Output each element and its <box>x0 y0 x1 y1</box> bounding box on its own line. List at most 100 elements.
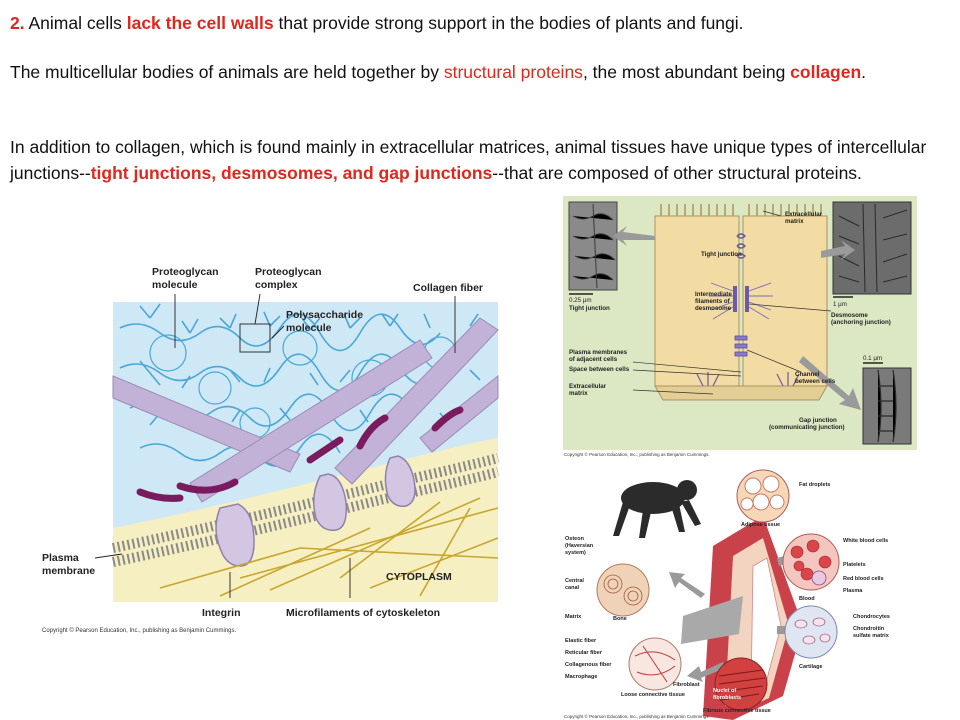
p3-text-c: --that are composed of other structural … <box>492 163 862 183</box>
label-scale-01: 0.1 µm <box>863 355 882 362</box>
fibrous-connective-circle <box>714 657 768 711</box>
highlight-lack-cell-walls: lack the cell walls <box>126 13 274 33</box>
label-reticular-fiber: Reticular fiber <box>565 650 603 656</box>
collagen-fibers <box>112 317 499 503</box>
tight-junction-strands <box>736 233 746 259</box>
label-fibroblast: Fibroblast <box>673 682 700 688</box>
label-space-between-cells: Space between cells <box>569 366 630 373</box>
label-cytoplasm: CYTOPLASM <box>386 571 452 583</box>
label-central-canal-2: canal <box>565 585 580 591</box>
label-plasma-membranes-2: of adjacent cells <box>569 356 618 363</box>
microvilli <box>660 204 822 216</box>
paragraph-structural-proteins: The multicellular bodies of animals are … <box>10 59 945 85</box>
cell-junctions-diagram: Extracellular matrix Tight junction Tigh… <box>563 196 917 457</box>
label-tight-junction: Tight junction <box>569 305 610 312</box>
label-proteoglycan-complex: Proteoglycan <box>255 266 322 278</box>
label-integrin: Integrin <box>202 607 241 619</box>
label-plasma: Plasma <box>843 588 863 594</box>
label-extracellular-matrix-left: Extracellular <box>569 383 607 390</box>
label-red-blood-cells: Red blood cells <box>843 576 884 582</box>
label-intermediate-filaments: Intermediate <box>695 291 732 298</box>
tight-junction-texture <box>572 203 616 289</box>
highlight-collagen: collagen <box>790 62 862 82</box>
label-intermediate-filaments-2: filaments of <box>695 298 731 305</box>
desmosome-texture <box>838 203 908 293</box>
extracellular-matrix-diagram: Proteoglycan molecule Proteoglycan compl… <box>42 266 500 634</box>
tissue-copyright: Copyright © Pearson Education, Inc., pub… <box>564 713 710 719</box>
label-nuclei-fibroblasts-2: fibroblasts <box>713 695 741 701</box>
paragraph-junctions: In addition to collagen, which is found … <box>10 134 945 186</box>
p2-text-e: . <box>861 62 867 82</box>
cartilage-circle <box>784 605 838 659</box>
plasma-membrane-bilayer <box>111 453 500 567</box>
label-plasma-membrane: Plasma <box>42 552 79 564</box>
label-polysaccharide-molecule: Polysaccharide <box>286 309 363 321</box>
adipose-tissue-circle <box>736 469 790 523</box>
label-scale-025: 0.25 µm <box>569 297 591 304</box>
label-desmosome-2: (anchoring junction) <box>831 319 891 326</box>
label-proteoglycan-molecule-2: molecule <box>152 279 198 291</box>
label-collagenous-fiber: Collagenous fiber <box>565 662 612 668</box>
label-macrophage: Macrophage <box>565 674 597 680</box>
label-central-canal: Central <box>565 578 584 584</box>
label-fat-droplets: Fat droplets <box>799 482 830 488</box>
label-microfilaments: Microfilaments of cytoskeleton <box>286 607 440 619</box>
junction-leader-lines <box>632 210 832 395</box>
label-platelets: Platelets <box>843 562 866 568</box>
label-white-blood-cells: White blood cells <box>843 538 888 544</box>
p1-text-a: Animal cells <box>24 13 127 33</box>
label-osteon-3: system) <box>565 550 586 556</box>
label-intermediate-filaments-3: desmosome <box>695 305 732 312</box>
label-gap-junction-2: (communicating junction) <box>769 424 845 431</box>
ecm-copyright: Copyright © Pearson Education, Inc., pub… <box>42 627 237 634</box>
label-scale-1: 1 µm <box>833 301 847 308</box>
p3-text-a: In addition to collagen, which is found … <box>10 137 927 183</box>
highlight-structural-proteins: structural proteins <box>443 62 583 82</box>
p2-text-c: , the most abundant being <box>582 62 791 82</box>
chimpanzee-image <box>613 480 701 538</box>
label-extracellular-matrix: Extracellular <box>785 211 823 218</box>
desmosome-plaque <box>709 282 773 320</box>
label-matrix: Matrix <box>565 614 582 620</box>
label-extracellular-matrix-2: matrix <box>785 218 804 225</box>
p1-text-c: that provide strong support in the bodie… <box>273 13 744 33</box>
label-blood: Blood <box>799 596 815 602</box>
label-bone: Bone <box>613 616 627 622</box>
label-collagen-fiber: Collagen fiber <box>413 282 483 294</box>
ecm-leader-lines <box>94 293 456 598</box>
zoom-arrows <box>613 226 861 410</box>
blood-circle <box>782 533 840 591</box>
label-plasma-membrane-2: membrane <box>42 565 95 577</box>
label-adipose-tissue: Adipose tissue <box>741 522 780 528</box>
label-chondroitin: Chondroitin <box>853 626 885 632</box>
p2-text-a: The multicellular bodies of animals are … <box>10 62 444 82</box>
proteoglycan-cores <box>136 406 464 502</box>
label-extracellular-matrix-left-2: matrix <box>569 390 588 397</box>
basal-desmosome <box>696 372 800 387</box>
label-tight-junction-inner: Tight junction <box>701 251 742 258</box>
label-elastic-fiber: Elastic fiber <box>565 638 597 644</box>
label-fibrous-connective: Fibrous connective tissue <box>703 708 771 714</box>
connective-tissue-diagram: Fat droplets Adipose tissue Osteon (Have… <box>564 469 890 720</box>
label-osteon-2: (Haversian <box>565 543 594 549</box>
label-channel-2: between cells <box>795 378 836 385</box>
paragraph-cell-walls: 2. Animal cells lack the cell walls that… <box>10 10 945 36</box>
label-loose-connective: Loose connective tissue <box>621 692 685 698</box>
label-nuclei-fibroblasts: Nuclei of <box>713 688 736 694</box>
gap-junction-channels <box>734 335 748 357</box>
label-desmosome: Desmosome <box>831 312 868 319</box>
loose-connective-circle <box>628 637 682 691</box>
microfilaments <box>159 497 499 597</box>
gap-junction-texture <box>877 369 897 443</box>
point-number: 2. <box>10 13 25 33</box>
gap-junction-micrograph <box>862 367 912 445</box>
label-channel: Channel <box>795 371 820 378</box>
label-chondroitin-2: sulfate matrix <box>853 633 890 639</box>
junction-copyright: Copyright © Pearson Education, Inc., pub… <box>564 451 710 457</box>
label-polysaccharide-molecule-2: molecule <box>286 322 332 334</box>
label-proteoglycan-complex-2: complex <box>255 279 298 291</box>
label-proteoglycan-molecule: Proteoglycan <box>152 266 219 278</box>
bone-circle <box>596 563 650 617</box>
label-gap-junction: Gap junction <box>799 417 837 424</box>
label-cartilage: Cartilage <box>799 664 823 670</box>
